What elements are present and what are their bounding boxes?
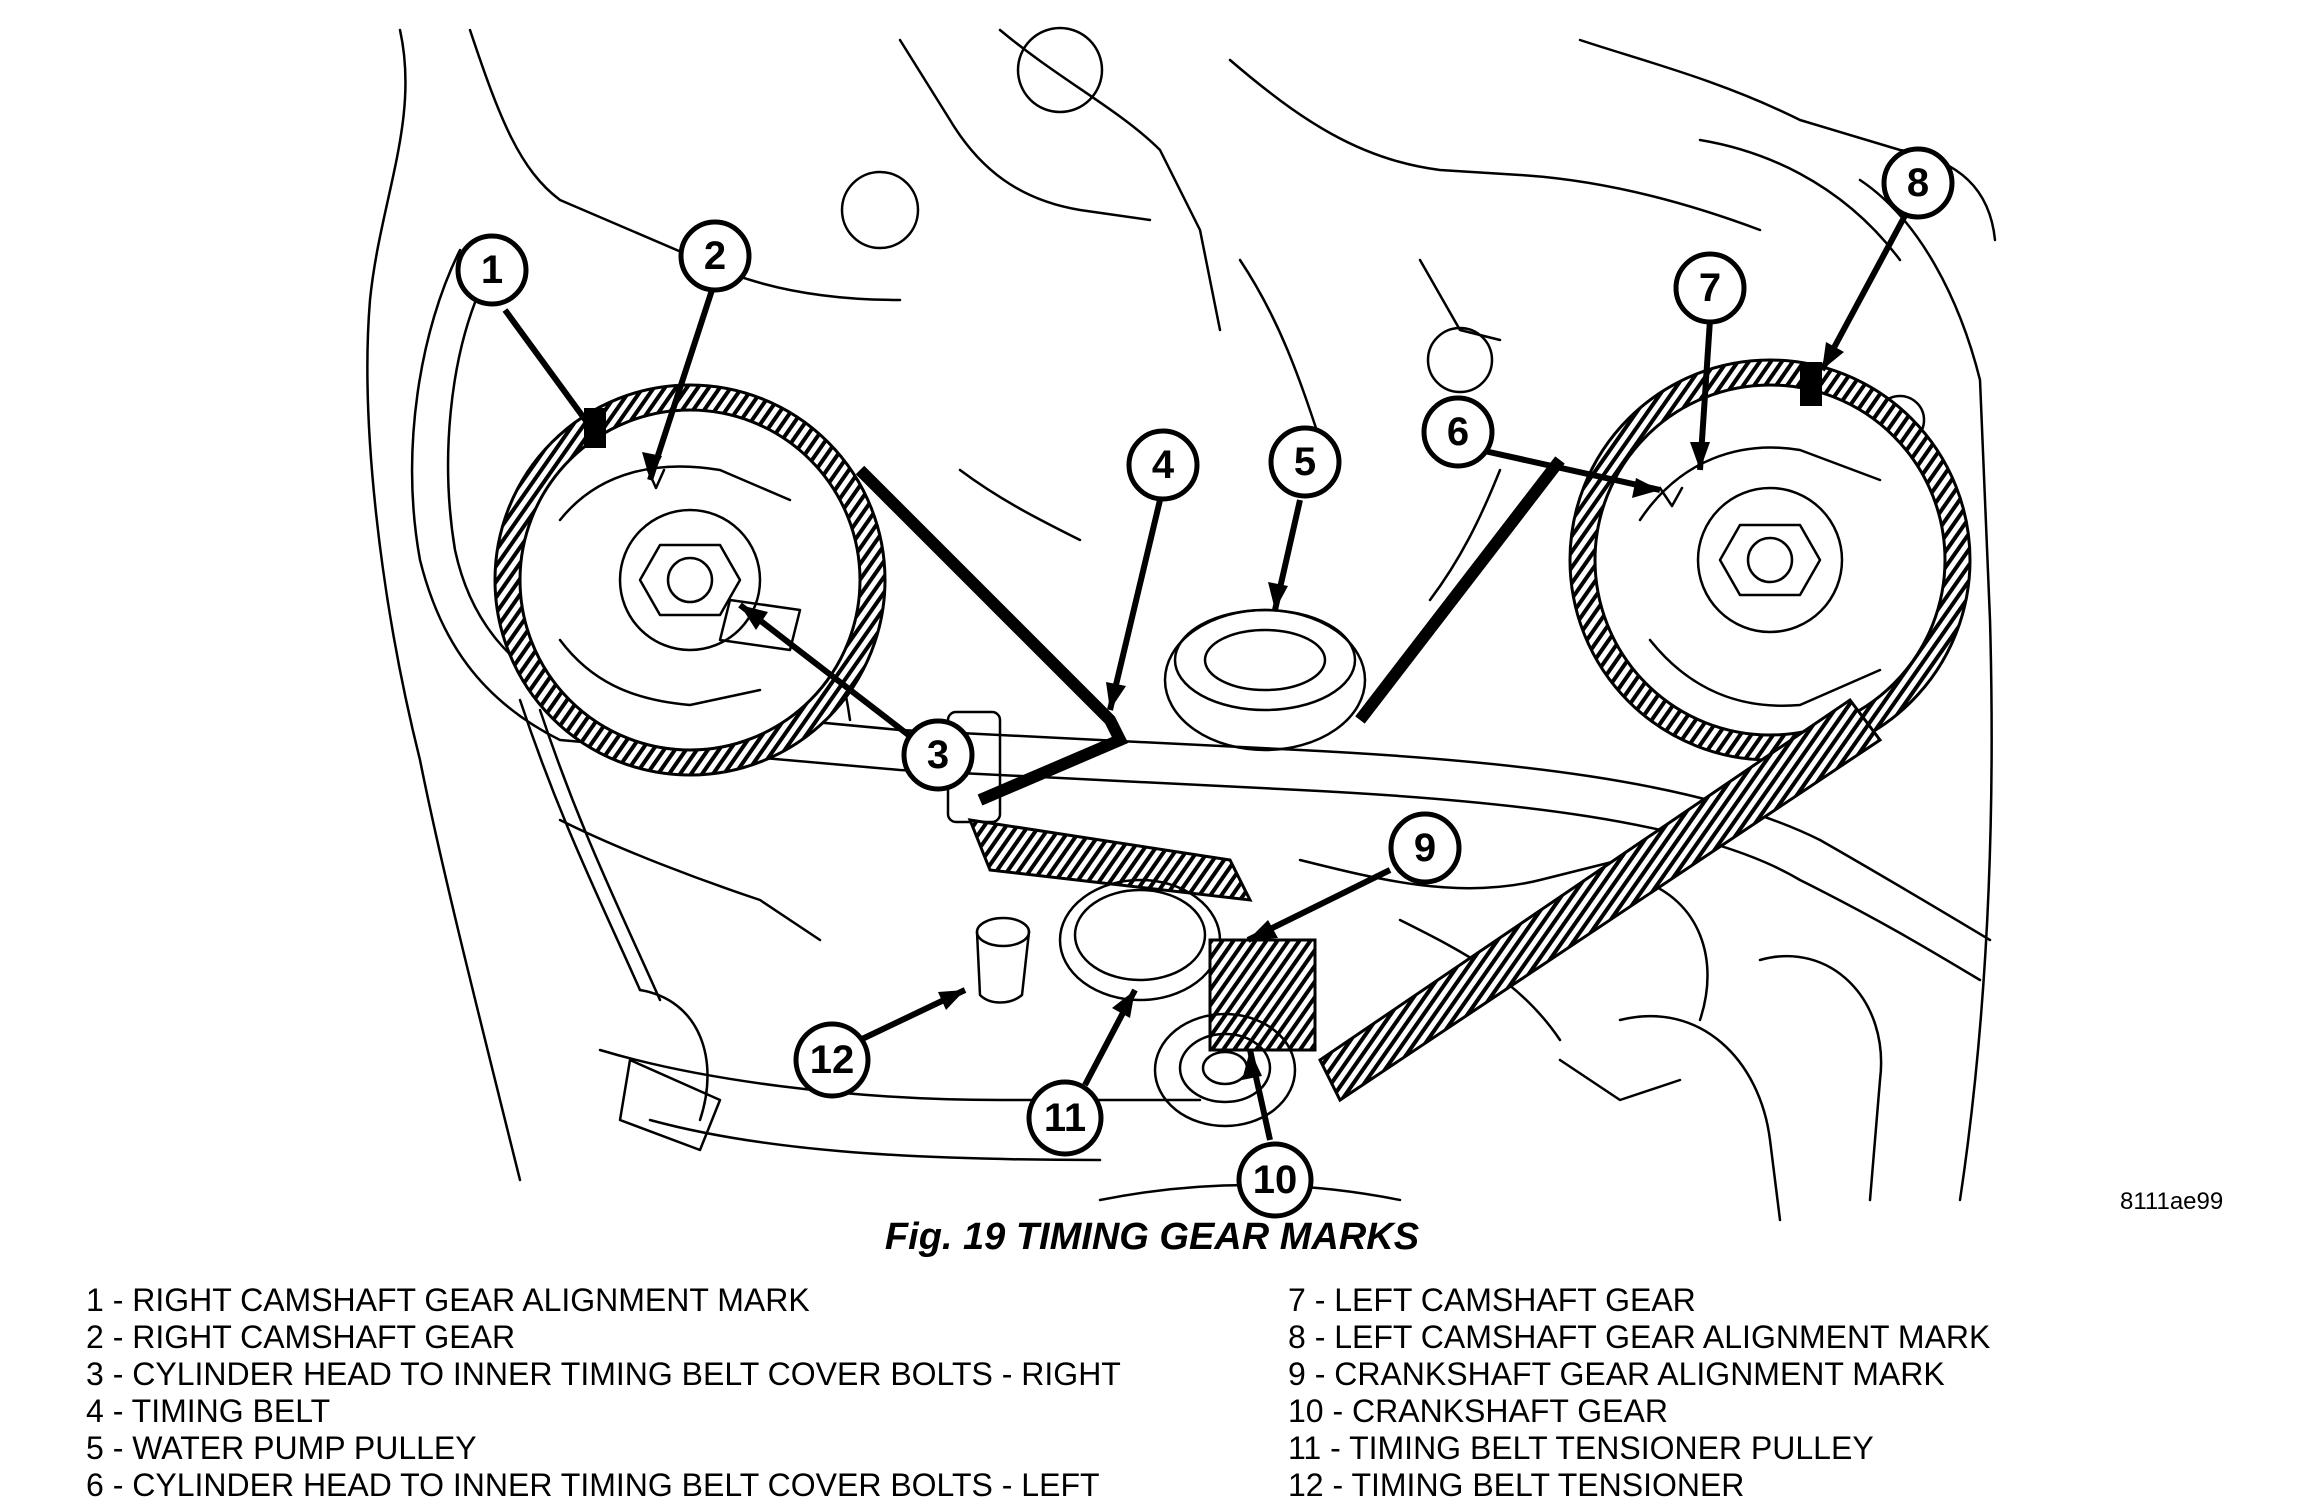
callout-number: 3 (927, 733, 949, 777)
legend-item: 12 - TIMING BELT TENSIONER (1288, 1467, 1745, 1503)
callout-1: 1 (455, 233, 529, 307)
callout-number: 8 (1907, 161, 1929, 205)
legend-item: 6 - CYLINDER HEAD TO INNER TIMING BELT C… (86, 1467, 1100, 1503)
callout-number: 10 (1253, 1158, 1298, 1202)
legend-left-column: 1 - RIGHT CAMSHAFT GEAR ALIGNMENT MARK 2… (86, 1282, 1121, 1504)
legend-item: 3 - CYLINDER HEAD TO INNER TIMING BELT C… (86, 1356, 1121, 1392)
callout-10: 10 (1236, 1141, 1314, 1219)
callout-number: 4 (1152, 443, 1175, 487)
timing-belt-tensioner (975, 916, 1031, 1004)
callout-11: 11 (1026, 1079, 1104, 1157)
callout-4: 4 (1126, 428, 1200, 502)
legend-right-column: 7 - LEFT CAMSHAFT GEAR 8 - LEFT CAMSHAFT… (1288, 1282, 1990, 1504)
callout-number: 7 (1699, 266, 1721, 310)
callout-number: 2 (704, 234, 726, 278)
legend-item: 7 - LEFT CAMSHAFT GEAR (1288, 1282, 1696, 1318)
callout-number: 12 (810, 1038, 855, 1082)
callout-12: 12 (793, 1021, 871, 1099)
callout-9: 9 (1388, 811, 1462, 885)
callout-2: 2 (678, 219, 752, 293)
wiring-harness (410, 248, 1992, 1152)
figure-reference-code: 8111ae99 (2120, 1188, 2224, 1215)
leader-lines (502, 208, 1911, 1141)
callout-5: 5 (1268, 425, 1342, 499)
legend-item: 4 - TIMING BELT (86, 1393, 331, 1429)
callout-3: 3 (901, 718, 975, 792)
callout-number: 9 (1414, 826, 1436, 870)
callout-number: 6 (1447, 410, 1469, 454)
legend-item: 5 - WATER PUMP PULLEY (86, 1430, 477, 1466)
callout-7: 7 (1673, 251, 1747, 325)
legend-item: 9 - CRANKSHAFT GEAR ALIGNMENT MARK (1288, 1356, 1945, 1392)
legend-item: 2 - RIGHT CAMSHAFT GEAR (86, 1319, 516, 1355)
legend-item: 11 - TIMING BELT TENSIONER PULLEY (1288, 1430, 1874, 1466)
callout-number: 5 (1294, 440, 1316, 484)
callout-number: 11 (1044, 1096, 1086, 1140)
tensioner-pulley (1058, 878, 1222, 1002)
timing-belt (855, 456, 1883, 1103)
water-pump-pulley (1163, 608, 1367, 752)
legend-item: 8 - LEFT CAMSHAFT GEAR ALIGNMENT MARK (1288, 1319, 1991, 1355)
crankshaft-gear (1153, 938, 1317, 1128)
legend-item: 10 - CRANKSHAFT GEAR (1288, 1393, 1668, 1429)
legend-item: 1 - RIGHT CAMSHAFT GEAR ALIGNMENT MARK (86, 1282, 810, 1318)
callout-8: 8 (1881, 146, 1955, 220)
callout-number: 1 (481, 248, 503, 292)
right-camshaft-gear (493, 383, 887, 777)
figure-caption: Fig. 19 TIMING GEAR MARKS (884, 1216, 1420, 1258)
left-camshaft-gear (1568, 358, 1972, 762)
callout-6: 6 (1421, 395, 1495, 469)
